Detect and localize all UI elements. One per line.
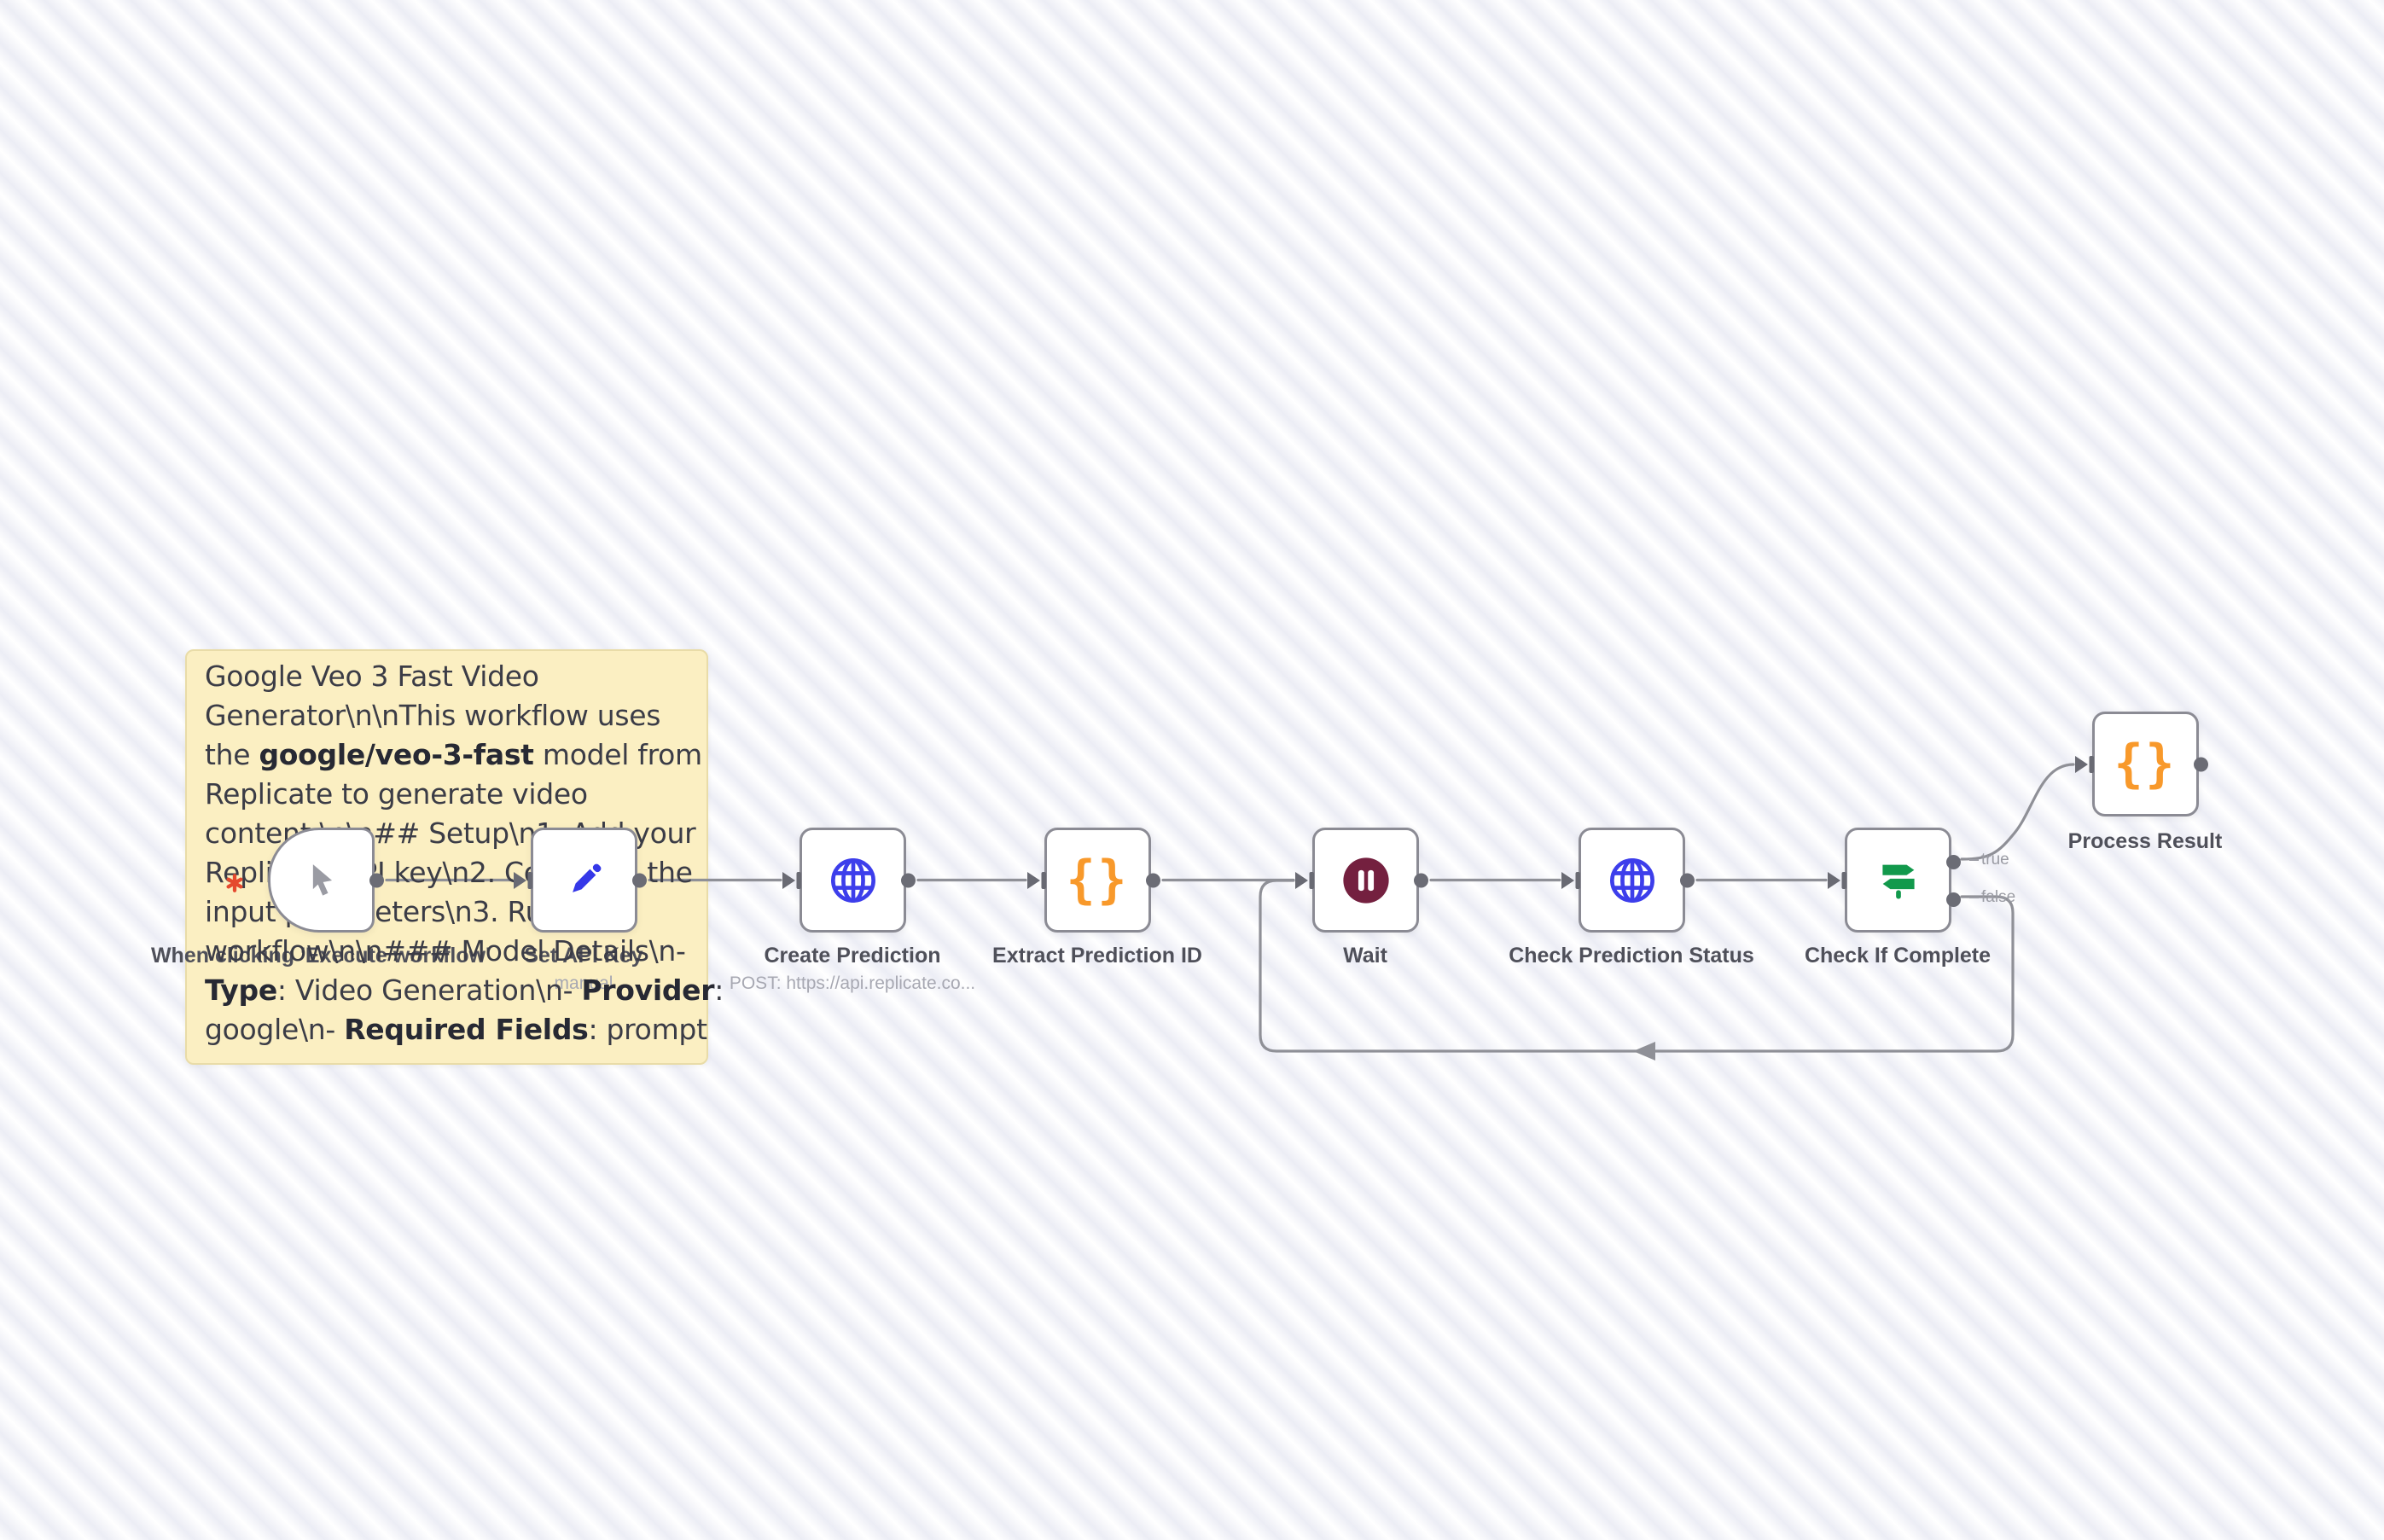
output-port-false[interactable] xyxy=(1946,892,1961,907)
branch-label-true: true xyxy=(1969,851,2009,869)
loop-arrowhead-icon xyxy=(1633,1042,1655,1061)
output-port[interactable] xyxy=(369,873,384,887)
input-port[interactable] xyxy=(1561,871,1581,890)
output-port[interactable] xyxy=(1146,873,1160,887)
input-port[interactable] xyxy=(782,871,802,890)
input-port[interactable] xyxy=(1828,871,1847,890)
input-port[interactable] xyxy=(2075,755,2095,774)
error-asterisk-icon xyxy=(224,872,246,898)
globe-icon xyxy=(1604,852,1660,909)
input-port[interactable] xyxy=(514,871,533,890)
node-extract-prediction-id[interactable]: {} xyxy=(1027,828,1160,933)
node-set-api-key[interactable] xyxy=(514,828,647,933)
cursor-icon xyxy=(297,856,346,905)
node-label-process-result[interactable]: Process Result xyxy=(2067,829,2223,853)
output-port[interactable] xyxy=(2194,757,2208,771)
node-label-create-prediction[interactable]: Create Prediction xyxy=(764,944,941,968)
pencil-icon xyxy=(558,854,611,907)
node-label-wait[interactable]: Wait xyxy=(1343,944,1387,968)
node-create-prediction[interactable] xyxy=(782,828,916,933)
pause-icon xyxy=(1337,851,1395,909)
input-port[interactable] xyxy=(1295,871,1315,890)
node-label-set-api-key[interactable]: Set API Key xyxy=(524,944,643,968)
output-port[interactable] xyxy=(632,873,647,887)
code-braces-icon: {} xyxy=(1066,849,1130,910)
output-port-true[interactable] xyxy=(1946,855,1961,869)
node-subtitle-set-api-key: manual xyxy=(554,973,613,993)
node-check-prediction-status[interactable] xyxy=(1561,828,1695,933)
node-label-manual-trigger[interactable]: When clicking 'Execute workflow' xyxy=(150,944,491,968)
node-process-result[interactable]: {} xyxy=(2075,712,2208,816)
node-check-if-complete[interactable] xyxy=(1828,828,1961,933)
input-port[interactable] xyxy=(1027,871,1047,890)
node-label-check-if-complete[interactable]: Check If Complete xyxy=(1804,944,1992,968)
node-label-check-prediction-status[interactable]: Check Prediction Status xyxy=(1509,944,1754,968)
node-label-extract-prediction-id[interactable]: Extract Prediction ID xyxy=(992,944,1202,968)
globe-icon xyxy=(825,852,881,909)
node-manual-trigger[interactable] xyxy=(268,828,384,933)
code-braces-icon: {} xyxy=(2114,733,2178,794)
output-port[interactable] xyxy=(1414,873,1428,887)
node-wait[interactable] xyxy=(1295,828,1428,933)
signpost-icon xyxy=(1872,854,1925,907)
branch-label-false: false xyxy=(1969,888,2015,907)
output-port[interactable] xyxy=(1680,873,1695,887)
node-subtitle-create-prediction: POST: https://api.replicate.co... xyxy=(729,973,976,993)
output-port[interactable] xyxy=(901,873,916,887)
